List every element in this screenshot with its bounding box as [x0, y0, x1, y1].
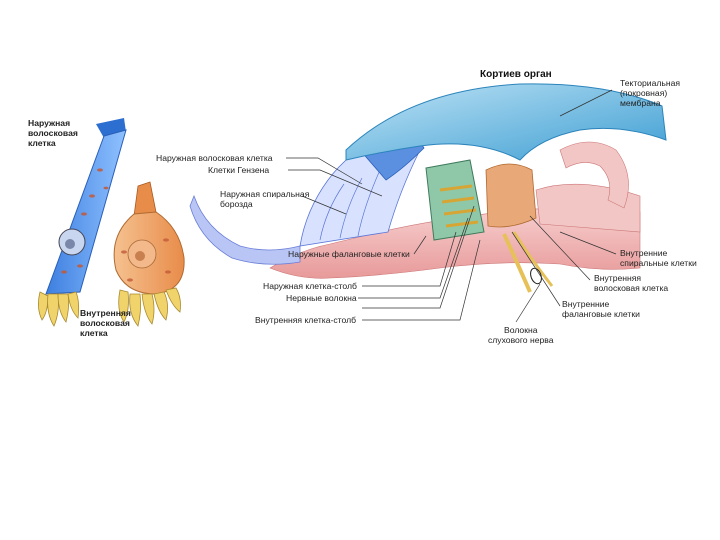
outer-sulcus-epithelium [189, 194, 301, 265]
organ-cross-section [189, 83, 667, 293]
label-outer-phalangeal-cells: Наружные фаланговые клетки [288, 249, 410, 259]
spiral-limbus [559, 141, 629, 209]
label-tectorial-membrane: Текториальная (покровная) мембрана [620, 78, 681, 108]
outer-hair-cell-nerve-endings [38, 291, 80, 327]
label-inner-pillar-cell: Внутренняя клетка-столб [255, 315, 357, 325]
label-outer-pillar-cell: Наружная клетка-столб [263, 281, 357, 291]
label-hensen-cells: Клетки Гензена [208, 165, 270, 175]
leader-lines [286, 89, 617, 323]
basilar-tissue [269, 207, 641, 279]
auditory-nerve-bundle [502, 233, 532, 293]
label-nerve-fibers: Нервные волокна [286, 293, 357, 303]
inner-hair-cell-side-label: Внутренняя волосковая клетка [80, 308, 131, 338]
inner-hair-cell-illustration [113, 181, 185, 327]
label-auditory-nerve-fibers: Волокна слухового нерва [488, 325, 554, 345]
outer-hair-cell-side-label: Наружная волосковая клетка [28, 118, 78, 148]
label-outer-hair-cell: Наружная волосковая клетка [156, 153, 273, 163]
outer-hair-cell-illustration [38, 118, 127, 327]
inner-hair-cell-nerve-endings [118, 287, 181, 327]
label-inner-hair-cell: Внутренняя волосковая клетка [594, 273, 669, 293]
tectorial-membrane [345, 83, 667, 161]
diagram-title: Кортиев орган [480, 69, 552, 80]
inner-hair-cell-region [485, 163, 537, 228]
label-outer-spiral-sulcus: Наружная спиральная борозда [220, 189, 310, 209]
label-inner-spiral-cells: Внутренние спиральные клетки [620, 248, 697, 268]
tunnel-nerve-fibers [439, 184, 479, 228]
label-inner-phalangeal-cells: Внутренние фаланговые клетки [562, 299, 640, 319]
